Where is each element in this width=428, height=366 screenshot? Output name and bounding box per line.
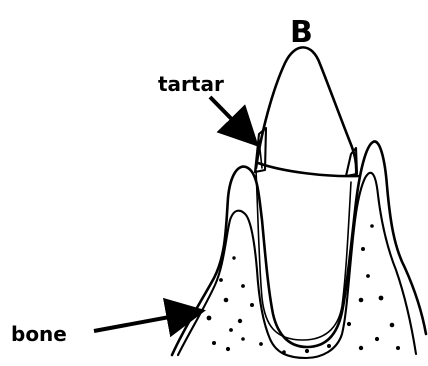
tartar-label: tartar [158,72,224,96]
bone-label: bone [11,322,67,346]
panel-letter: B [290,15,313,50]
